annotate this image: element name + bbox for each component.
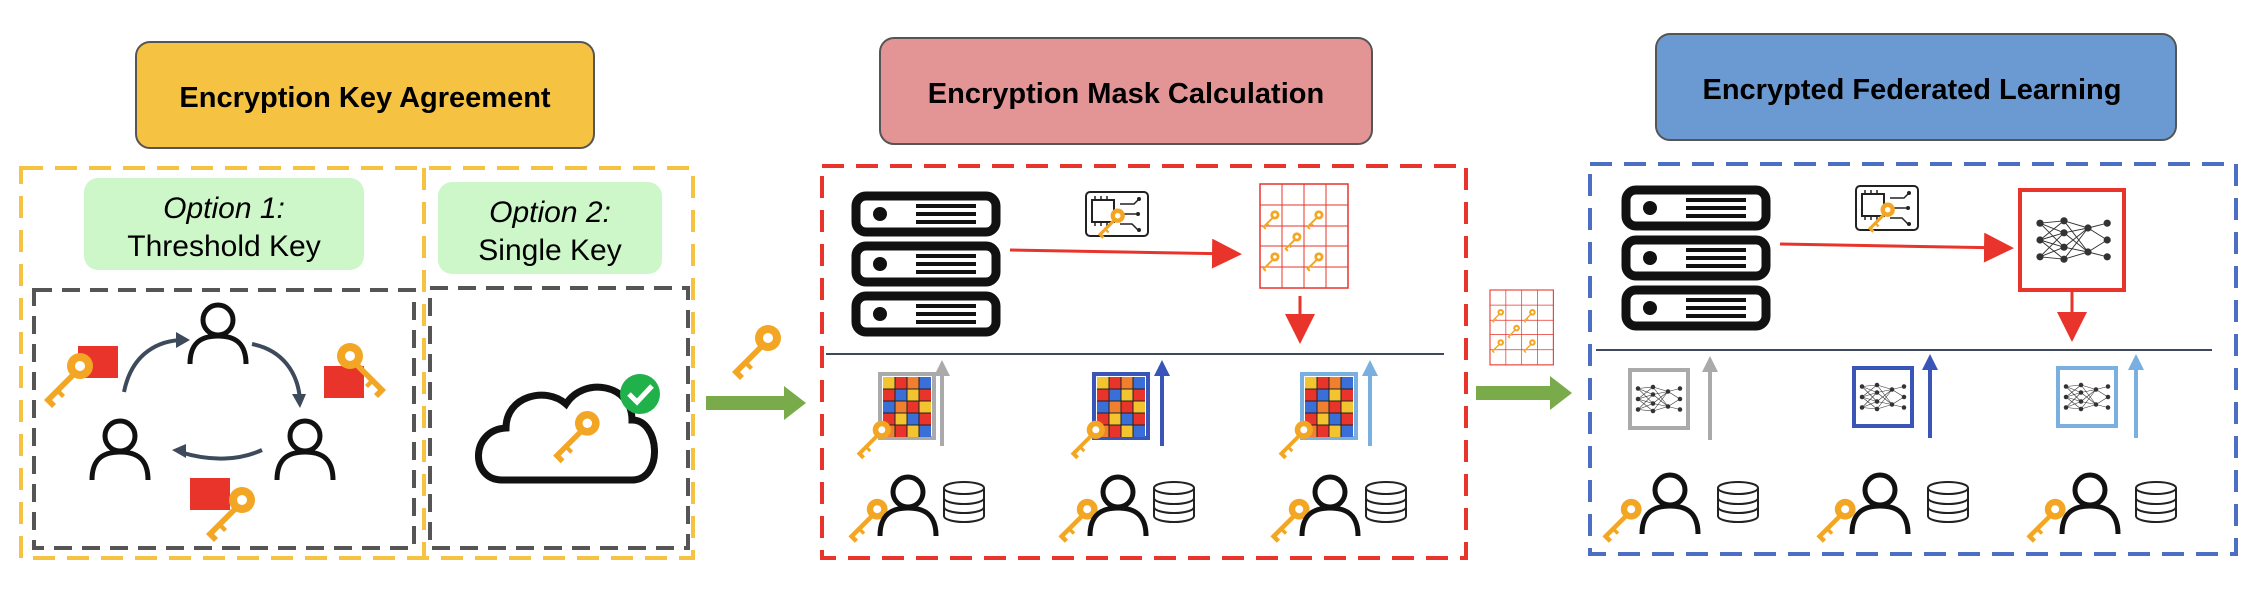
database-icon (1717, 481, 1759, 523)
server-icon (1626, 190, 1766, 326)
chip-key-icon (1856, 186, 1918, 233)
stage-title-3: Encrypted Federated Learning (1703, 74, 2122, 106)
key-flag-1 (44, 346, 118, 408)
option-2-box (438, 182, 662, 274)
fl-client-3 (2026, 354, 2177, 543)
key-icon (732, 325, 781, 380)
mask-grid-icon (1259, 183, 1349, 289)
client-3 (1270, 360, 1407, 543)
chip-key-icon (1086, 192, 1148, 239)
database-icon (1927, 481, 1969, 523)
user-icon (1852, 475, 1908, 534)
client-1 (848, 360, 985, 543)
federated-learning-container (1588, 162, 2238, 556)
key-icon (1602, 498, 1642, 543)
server-icon (856, 196, 996, 332)
option-2-name: Single Key (478, 234, 621, 267)
mask-calculation-container (820, 164, 1468, 560)
key-flag-3 (190, 478, 255, 542)
neural-net-icon (2018, 188, 2126, 292)
user-icon (2062, 475, 2118, 534)
user-icon (277, 421, 333, 480)
database-icon (943, 481, 985, 523)
fl-client-2 (1816, 354, 1969, 543)
option-2-label: Option 2: (489, 196, 611, 229)
user-icon (190, 305, 246, 364)
fl-client-1 (1602, 356, 1759, 543)
stage-title-box-2 (879, 37, 1373, 145)
database-icon (2135, 481, 2177, 523)
database-icon (1153, 481, 1195, 523)
key-agreement-container (19, 166, 695, 560)
stage-title-1: Encryption Key Agreement (179, 82, 551, 114)
user-icon (1302, 477, 1358, 536)
key-icon (1816, 498, 1856, 543)
stage-title-2: Encryption Mask Calculation (928, 78, 1324, 110)
key-flag-2 (324, 343, 386, 398)
checkmark-icon (620, 374, 660, 414)
threshold-key-panel (32, 288, 416, 550)
user-icon (1642, 475, 1698, 534)
user-icon (1090, 477, 1146, 536)
stage-arrow-2 (1476, 289, 1572, 410)
user-icon (92, 421, 148, 480)
option-1-name: Threshold Key (127, 230, 320, 263)
stage-arrow-1 (706, 325, 806, 420)
option-1-label: Option 1: (163, 192, 285, 225)
client-2 (1058, 360, 1195, 543)
database-icon (1365, 481, 1407, 523)
key-icon (2026, 498, 2066, 543)
cloud-key-icon (475, 383, 658, 484)
single-key-panel (428, 286, 690, 550)
stage-title-box-3 (1655, 33, 2177, 141)
user-icon (880, 477, 936, 536)
stage-title-box-1 (135, 41, 595, 149)
option-1-box (84, 178, 364, 270)
